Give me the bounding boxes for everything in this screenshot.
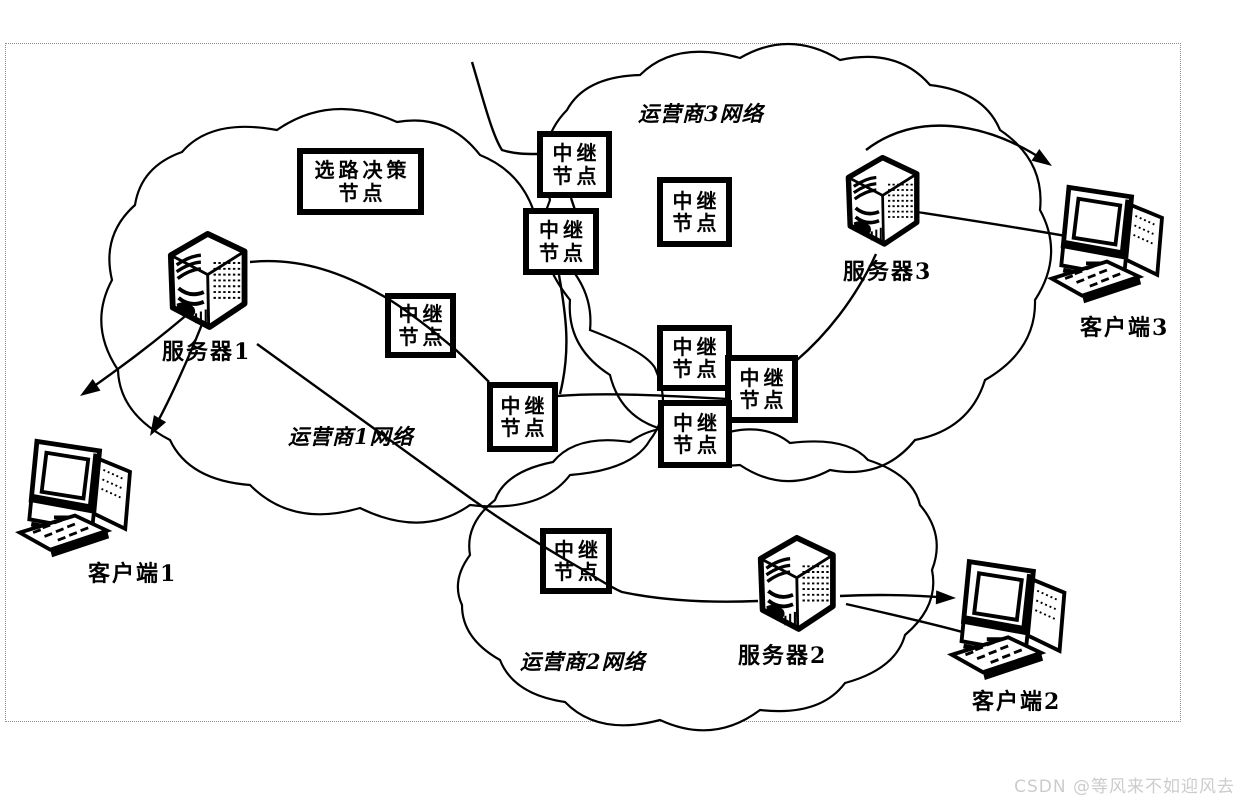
relay-node-box-7: 中继 节点	[725, 355, 798, 423]
relay-node-label-line1: 中继	[554, 537, 602, 562]
relay-node-label-line1: 中继	[739, 365, 788, 390]
network2-label: 运营商2网络	[520, 649, 646, 674]
relay-node-box-9: 中继 节点	[540, 528, 612, 594]
relay-node-label-line1: 中继	[672, 334, 721, 359]
relay-node-label-line2: 节点	[552, 163, 601, 188]
routing-decision-node-label-line2: 节点	[338, 180, 387, 205]
csdn-watermark: CSDN @等风来不如迎风去	[1014, 777, 1235, 797]
server2-label: 服务器2	[738, 643, 828, 669]
relay-node-label-line1: 中继	[552, 141, 601, 166]
relay-node-label-line1: 中继	[398, 302, 447, 327]
routing-decision-node-label-line1: 选路决策	[314, 158, 411, 183]
relay-node-label-line1: 中继	[672, 188, 721, 213]
relay-node-box-4: 中继 节点	[385, 293, 456, 358]
relay-node-label-line2: 节点	[672, 211, 721, 235]
relay-node-label-line2: 节点	[398, 324, 447, 349]
relay-node-box-3: 中继 节点	[657, 177, 732, 247]
relay-node-box-6: 中继 节点	[657, 325, 732, 391]
relay-node-label-line1: 中继	[539, 218, 587, 243]
relay-node-box-1: 中继 节点	[537, 131, 612, 198]
relay-node-label-line2: 节点	[673, 433, 721, 457]
relay-node-label-line2: 节点	[554, 560, 602, 584]
relay-node-label-line1: 中继	[673, 410, 721, 435]
relay-node-label-line2: 节点	[672, 357, 721, 381]
relay-node-box-5: 中继 节点	[487, 382, 558, 452]
relay-node-label-line1: 中继	[500, 393, 549, 418]
relay-node-box-2: 中继 节点	[523, 208, 599, 275]
relay-node-box-8: 中继 节点	[658, 400, 732, 468]
server3-label: 服务器3	[843, 259, 933, 285]
relay-node-label-line2: 节点	[539, 240, 587, 265]
relay-node-label-line2: 节点	[500, 416, 549, 440]
server1-label: 服务器1	[162, 339, 252, 365]
routing-decision-node-box: 选路决策 节点	[297, 148, 424, 215]
network3-label: 运营商3网络	[638, 101, 764, 126]
network1-label: 运营商1网络	[288, 424, 414, 449]
client2-label: 客户端2	[972, 689, 1062, 715]
client3-label: 客户端3	[1080, 315, 1170, 341]
client1-label: 客户端1	[88, 561, 178, 587]
relay-node-label-line2: 节点	[739, 388, 788, 412]
